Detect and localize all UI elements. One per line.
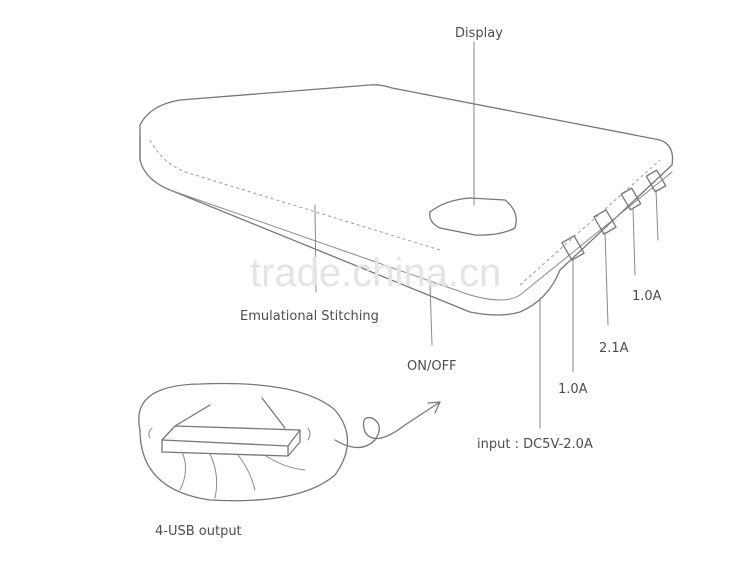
display-label: Display (455, 26, 503, 41)
input-label: input : DC5V-2.0A (477, 437, 593, 452)
port-1a-label: 1.0A (558, 382, 588, 397)
port-1a-top-label: 1.0A (632, 289, 662, 304)
display-window (429, 197, 517, 236)
usb-ports (561, 169, 667, 261)
usb-zoom-bubble (138, 382, 348, 502)
watermark: trade.china.cn (250, 251, 501, 295)
device-outline (139, 84, 674, 316)
port-2a-label: 2.1A (599, 341, 629, 356)
pointer-arrow (334, 401, 441, 449)
usb-output-label: 4-USB output (155, 524, 242, 539)
onoff-label: ON/OFF (407, 359, 457, 374)
leader-lines (314, 41, 659, 429)
stitching-label: Emulational Stitching (240, 309, 379, 324)
